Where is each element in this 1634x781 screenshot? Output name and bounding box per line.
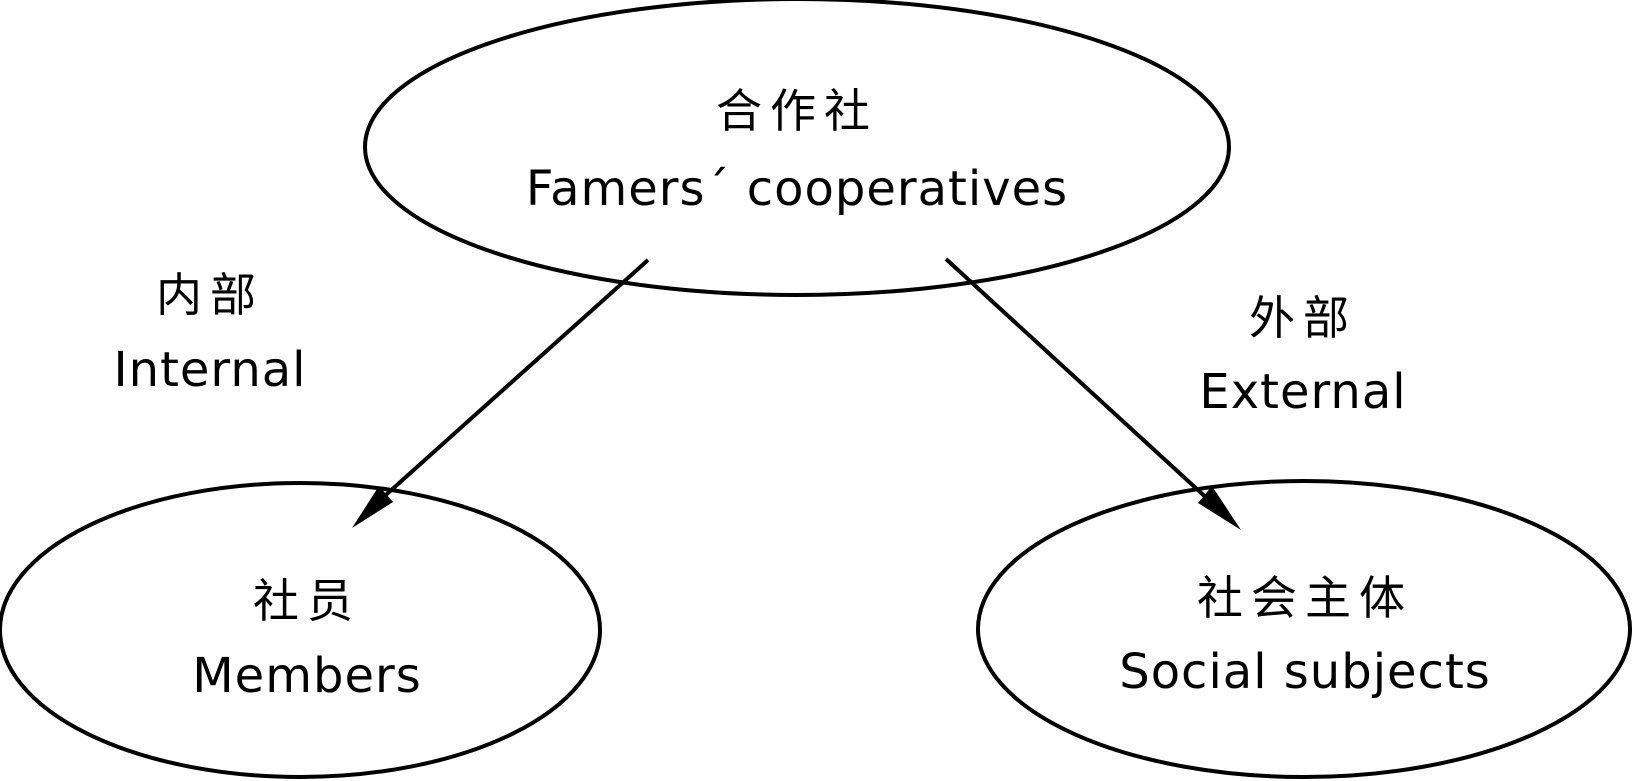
internal-zh-label: 内部 (156, 268, 264, 322)
social-subjects-node (976, 479, 1632, 779)
social-subjects-zh-label: 社会主体 (1197, 571, 1413, 625)
external-en-label: External (1199, 364, 1407, 420)
members-zh-label: 社员 (253, 574, 361, 628)
internal-arrow (352, 258, 650, 528)
members-en-label: Members (192, 648, 422, 704)
external-zh-label: 外部 (1249, 291, 1357, 345)
internal-en-label: Internal (113, 342, 307, 398)
members-node (0, 481, 602, 779)
cooperative-en-label: Famers´ cooperatives (525, 161, 1069, 217)
cooperative-zh-label: 合作社 (716, 84, 878, 138)
external-arrow (944, 257, 1241, 530)
social-subjects-en-label: Social subjects (1119, 644, 1491, 700)
cooperative-node (363, 0, 1231, 297)
